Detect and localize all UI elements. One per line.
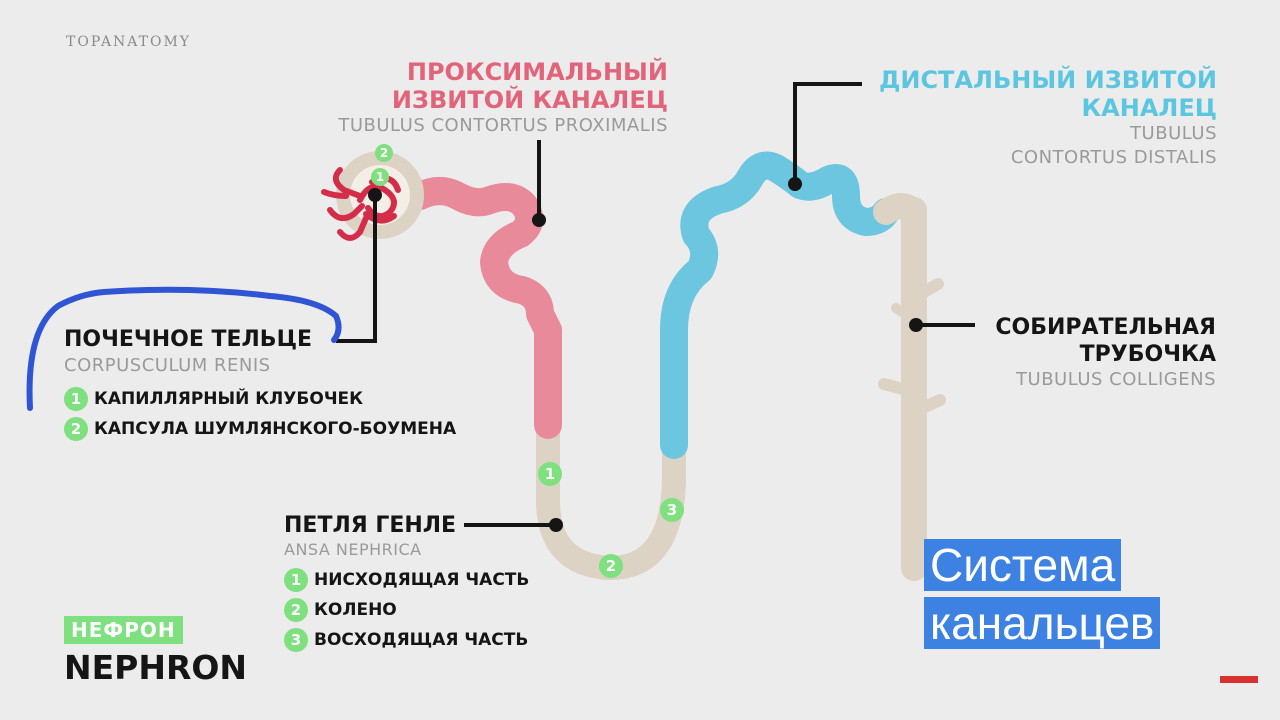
caption-line1: Система (924, 539, 1122, 591)
annotation-stroke (26, 286, 342, 411)
duct-title-line2: ТРУБОЧКА (1079, 342, 1216, 367)
caption-line2: канальцев (924, 597, 1161, 649)
corpuscle-marker-1: 1 (371, 166, 395, 186)
loop-marker-2: 2 (599, 554, 629, 578)
collecting-duct-shape (878, 197, 946, 581)
loop-marker-1: 1 (538, 462, 568, 486)
distal-tubule-shape (660, 151, 900, 459)
pointer-lines (336, 82, 975, 527)
nephron-en-title: NEPHRON (64, 648, 248, 687)
caption-overlay: Система канальцев (924, 536, 1206, 652)
duct-title-line1: СОБИРАТЕЛЬНАЯ (995, 315, 1216, 340)
loop-title: ПЕТЛЯ ГЕНЛЕ (284, 513, 457, 538)
proximal-tubule-label: ПРОКСИМАЛЬНЫЙ ИЗВИТОЙ КАНАЛЕЦ TUBULUS CO… (330, 58, 668, 138)
nephron-ru-badge: НЕФРОН (64, 616, 183, 644)
collecting-duct-label: СОБИРАТЕЛЬНАЯ ТРУБОЧКА TUBULUS COLLIGENS (940, 314, 1216, 392)
distal-title-line1: ДИСТАЛЬНЫЙ ИЗВИТОЙ (878, 66, 1217, 94)
corpuscle-marker-2: 2 (375, 142, 399, 162)
distal-tubule-label: ДИСТАЛЬНЫЙ ИЗВИТОЙ КАНАЛЕЦ TUBULUS CONTO… (860, 66, 1217, 170)
proximal-title-line2: ИЗВИТОЙ КАНАЛЕЦ (391, 86, 668, 114)
loop-latin: ANSA NEPHRICA (284, 540, 422, 559)
duct-latin: TUBULUS COLLIGENS (1016, 369, 1216, 390)
corpuscle-title: ПОЧЕЧНОЕ ТЕЛЬЦЕ (64, 327, 313, 352)
proximal-title-line1: ПРОКСИМАЛЬНЫЙ (406, 58, 668, 86)
distal-latin-line2: CONTORTUS DISTALIS (1010, 147, 1217, 168)
subscribe-badge[interactable] (1220, 676, 1258, 683)
proximal-tubule-shape (406, 177, 562, 439)
logo: TOPANATOMY (66, 34, 192, 50)
distal-latin-line1: TUBULUS (1130, 123, 1217, 144)
proximal-latin: TUBULUS CONTORTUS PROXIMALIS (338, 115, 668, 136)
loop-of-henle-shape (536, 408, 686, 581)
distal-to-duct-connector (873, 193, 927, 225)
loop-marker-3: 3 (660, 498, 690, 522)
pointer-dots (368, 177, 923, 532)
distal-title-line2: КАНАЛЕЦ (1081, 94, 1217, 122)
corpuscle-latin: CORPUSCULUM RENIS (64, 355, 271, 376)
